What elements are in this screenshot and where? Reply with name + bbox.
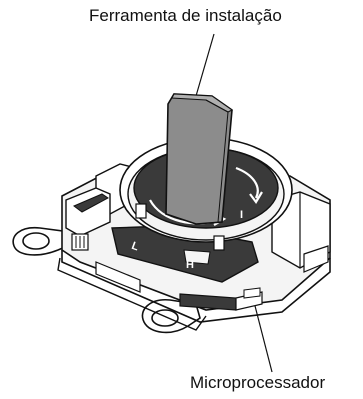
left-retention-ring-top [12,226,73,256]
dial-mark-h: H [186,259,194,271]
tool-leader-line [195,33,215,97]
tool-handle [165,93,233,225]
dial-mark-i: I [240,209,243,221]
microprocessor-label: Microprocessador [190,373,326,392]
installation-tool-label: Ferramenta de instalação [89,6,282,25]
left-retention-ring-bottom [141,299,201,334]
cpu-leader-line [253,301,273,373]
dial-mark-l: L [130,240,141,254]
